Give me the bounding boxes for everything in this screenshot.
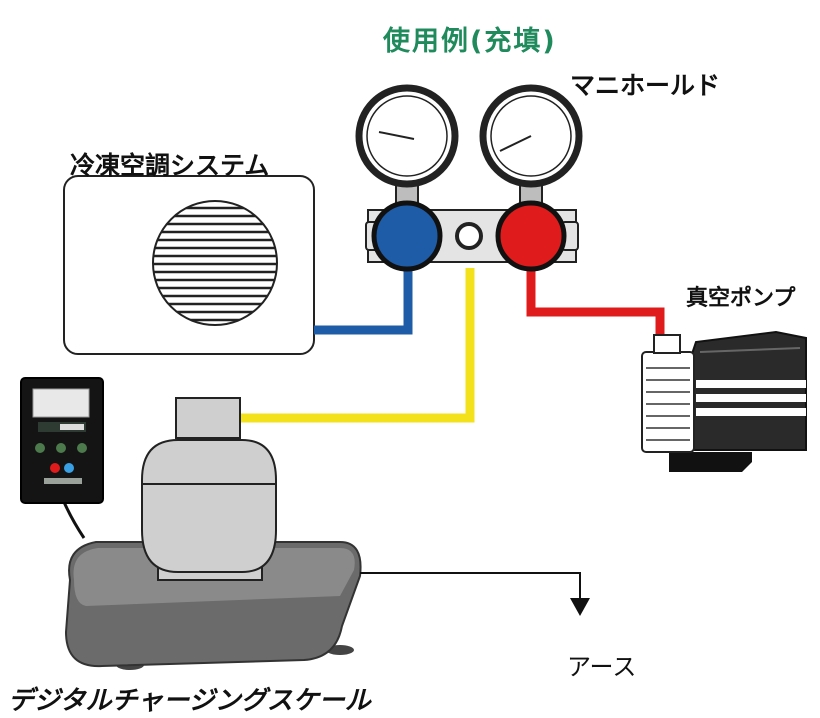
pump-port [653, 334, 681, 354]
condenser-fan-icon [152, 200, 278, 326]
controller-cable [62, 501, 86, 539]
manifold-label: マニホールド [570, 71, 721, 100]
hoses [240, 268, 665, 423]
scale-label: デジタルチャージングスケール [8, 686, 371, 716]
ac-unit [63, 175, 315, 355]
low-side-knob [371, 200, 443, 272]
vacuum-pump-icon [641, 330, 807, 472]
ground-label: アース [567, 653, 637, 681]
refrigerant-cylinder-icon [141, 397, 277, 581]
charging-hose [240, 268, 475, 423]
ground-arrow-icon [360, 572, 590, 616]
sight-glass [455, 222, 483, 250]
high-side-hose [526, 268, 665, 338]
diagram-title: 使用例(充填) [383, 26, 557, 57]
manifold-gauge-icon [355, 84, 583, 272]
ac-system-label: 冷凍空調システム [70, 151, 270, 180]
vacuum-pump-label: 真空ポンプ [686, 286, 796, 311]
high-side-knob [495, 200, 567, 272]
scale-controller-icon [20, 377, 104, 504]
low-side-hose [314, 268, 413, 335]
